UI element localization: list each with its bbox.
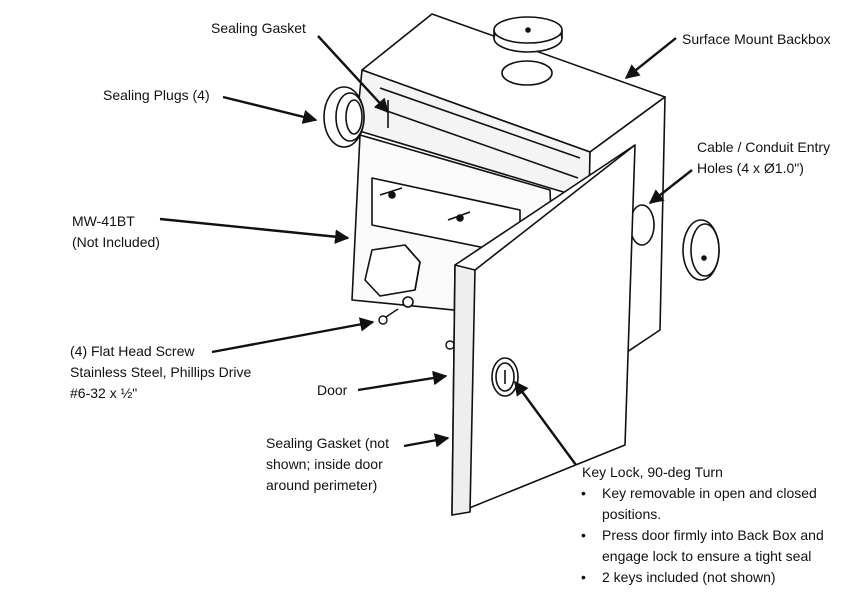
arrow-backbox [624,37,677,79]
bullet-text: engage lock to ensure a tight seal [602,548,812,564]
bullet-marker: • [581,569,586,585]
side-entry-plug [629,204,720,281]
arrow-key-lock [514,380,577,466]
arrow-door [357,370,448,392]
bullet-text: 2 keys included (not shown) [602,569,776,585]
label-gasket-door-2: shown; inside door [266,456,383,472]
label-gasket-door-1: Sealing Gasket (not [266,435,389,451]
bullet-marker: • [581,527,586,543]
arrow-gasket-door [403,433,450,448]
label-mw41bt-1: MW-41BT [72,213,135,229]
label-screw-1: (4) Flat Head Screw [70,343,195,359]
bullet-marker: • [581,485,586,501]
label-cable-conduit-2: Holes (4 x Ø1.0") [697,160,804,176]
label-sealing-gasket: Sealing Gasket [211,20,306,36]
label-door: Door [317,382,348,398]
arrow-sealing-plugs [222,95,318,124]
arrow-sealing-gasket [317,35,389,114]
door [451,144,636,516]
label-cable-conduit-1: Cable / Conduit Entry [697,139,831,155]
flat-head-screws [378,308,455,350]
left-sealing-plug [323,86,365,148]
top-entry-hole [501,60,553,86]
arrow-mw41bt [159,217,350,244]
bullet-text: Press door firmly into Back Box and [602,527,824,543]
key-lock-bullet-3: • 2 keys included (not shown) [581,567,776,588]
key-lock-bullet-1: • Key removable in open and closed [581,483,817,504]
label-gasket-door-3: around perimeter) [266,477,378,493]
arrow-screw [211,317,375,354]
label-surface-mount-backbox: Surface Mount Backbox [682,31,831,47]
arrow-cable-conduit [648,169,693,204]
door-edge [451,264,476,516]
leader-arrows [159,35,693,466]
key-lock-bullet-2-cont: engage lock to ensure a tight seal [602,546,811,567]
label-mw41bt-2: (Not Included) [72,234,160,250]
label-screw-2: Stainless Steel, Phillips Drive [70,364,252,380]
key-lock-bullet-2: • Press door firmly into Back Box and [581,525,824,546]
bullet-text: Key removable in open and closed [602,485,817,501]
label-key-lock: Key Lock, 90-deg Turn [582,464,723,480]
key-lock-bullet-1-cont: positions. [602,504,661,525]
bullet-text: positions. [602,506,662,522]
label-screw-3: #6-32 x ½" [70,385,138,401]
label-sealing-plugs: Sealing Plugs (4) [103,87,210,103]
top-sealing-plug [493,16,563,53]
